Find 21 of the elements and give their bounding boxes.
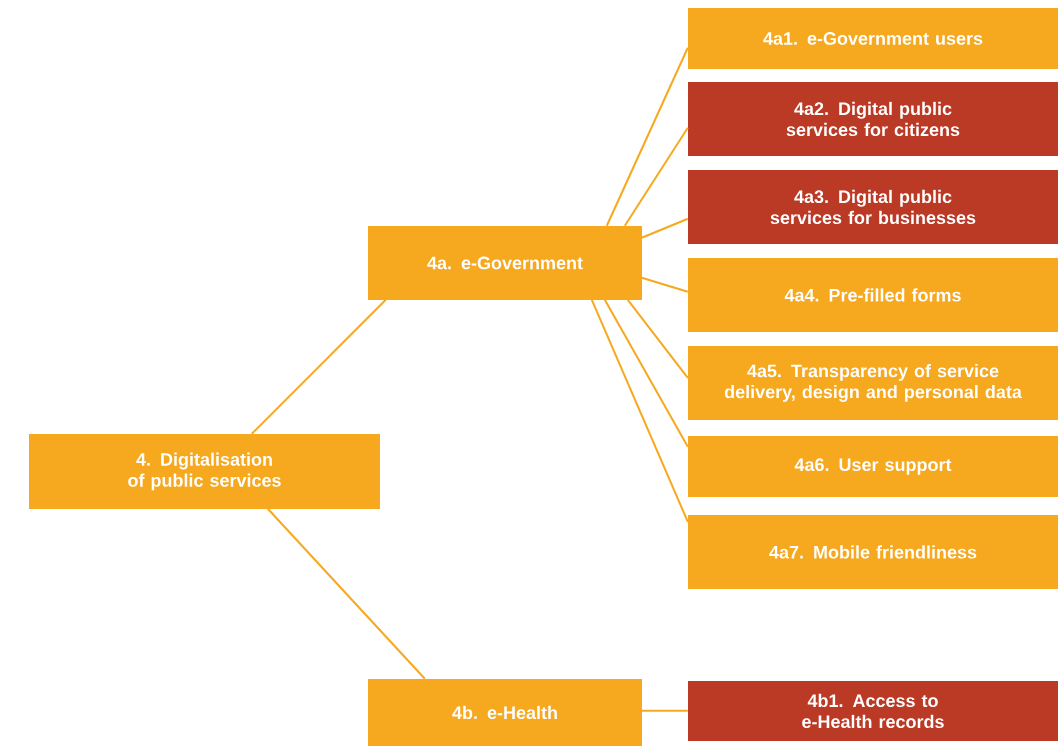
connector-line <box>623 126 689 227</box>
connector-line <box>640 276 689 293</box>
connector-line <box>640 217 689 239</box>
connector-line <box>603 298 689 448</box>
connector-line <box>640 709 689 712</box>
connector-line <box>266 507 426 680</box>
category-box: 4b. e-Health <box>368 679 642 746</box>
connector-line <box>250 298 387 435</box>
category-box: 4. Digitalisation of public services <box>29 434 380 509</box>
category-box: 4a5. Transparency of service delivery, design and personal data <box>688 346 1058 420</box>
category-box: 4a4. Pre-filled forms <box>688 258 1058 332</box>
category-box: 4a6. User support <box>688 436 1058 497</box>
connector-line <box>605 46 689 227</box>
category-box: 4a3. Digital public services for businesses <box>688 170 1058 244</box>
category-box: 4a7. Mobile friendliness <box>688 515 1058 589</box>
category-box: 4a1. e-Government users <box>688 8 1058 69</box>
connector-line <box>590 298 689 523</box>
category-box: 4a2. Digital public services for citizens <box>688 82 1058 156</box>
connector-line <box>626 298 689 379</box>
category-box: 4b1. Access to e-Health records <box>688 681 1058 741</box>
category-box: 4a. e-Government <box>368 226 642 300</box>
